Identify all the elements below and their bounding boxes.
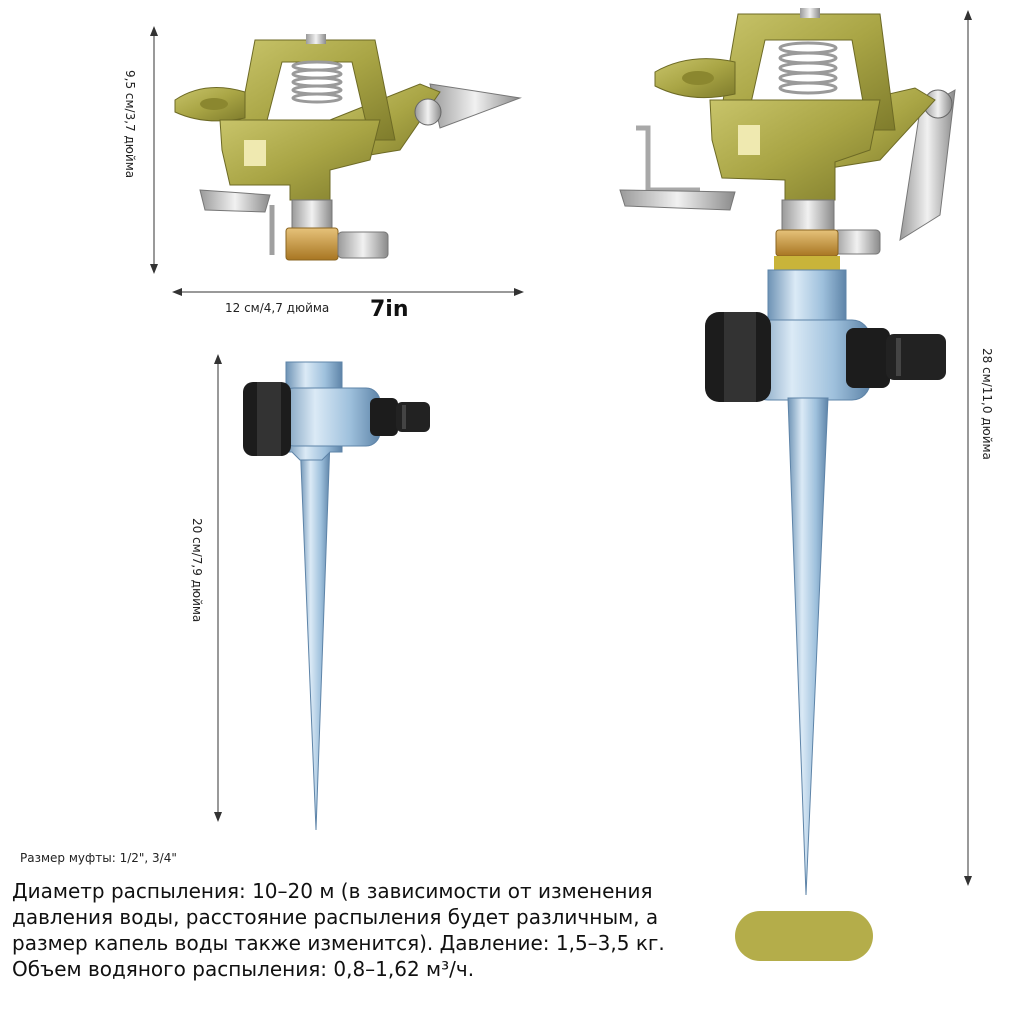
head-width-label: 12 см/4,7 дюйма: [225, 301, 330, 315]
full-sprinkler-icon: [619, 8, 972, 896]
spike-tall-label: 28 см/11,0 дюйма: [980, 348, 994, 460]
size-label-7in: 7in: [370, 297, 409, 322]
head-height-label: 9,5 см/3,7 дюйма: [123, 70, 137, 179]
coupling-size-note: Размер муфты: 1/2", 3/4": [20, 851, 177, 865]
spray-description: Диаметр распыления: 10–20 м (в зависимос…: [12, 879, 665, 981]
spike-short-label: 20 см/7,9 дюйма: [190, 518, 204, 623]
color-swatch-icon: [735, 911, 873, 961]
sprinkler-head-icon: [150, 26, 524, 296]
ground-spike-icon: [214, 354, 430, 831]
